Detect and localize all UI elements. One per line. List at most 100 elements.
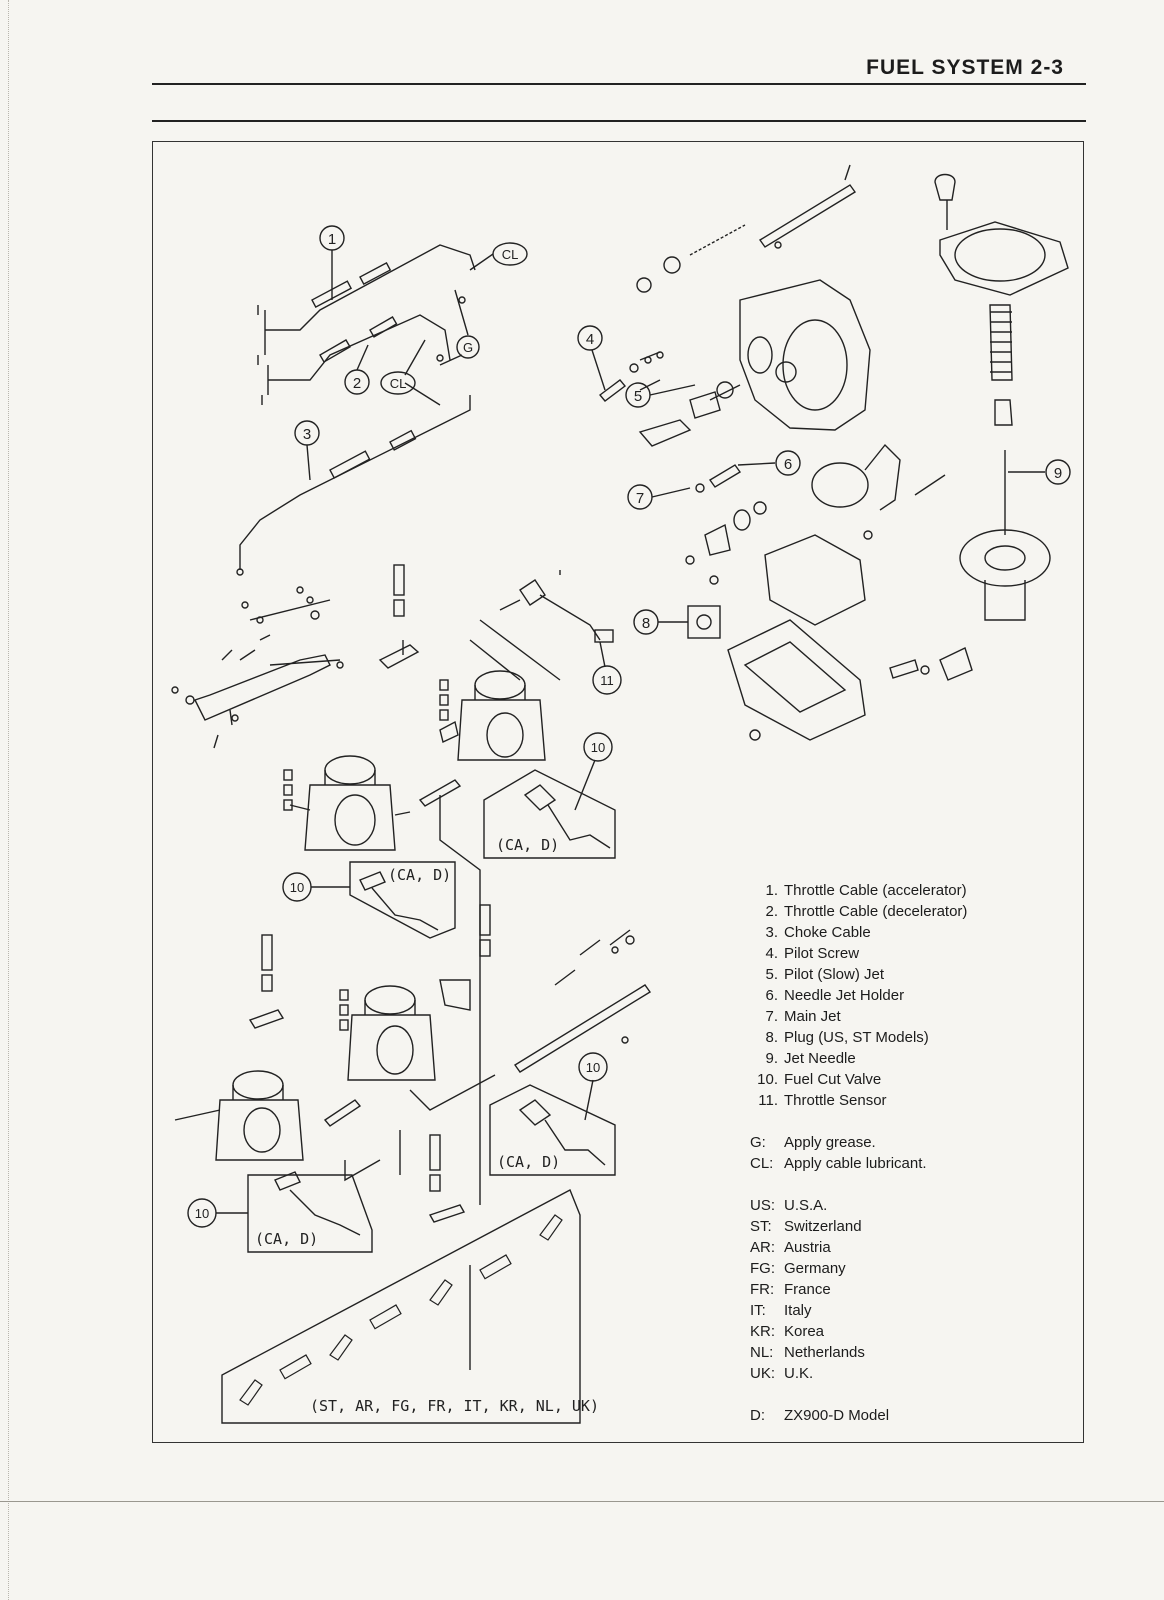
parts-list-item-key: 6. bbox=[765, 987, 778, 1004]
callout-2: 2 bbox=[353, 375, 361, 392]
region-code-item-key: FR: bbox=[750, 1281, 775, 1298]
variant-label-ca-d: (CA, D) bbox=[496, 836, 559, 854]
diagram-frame bbox=[152, 141, 1084, 1443]
region-code-item-key: US: bbox=[750, 1197, 776, 1214]
region-code-item: US: U.S.A. bbox=[750, 1195, 1070, 1216]
carburetor-2 bbox=[439, 670, 546, 761]
notes-list: G: Apply grease. CL:Apply cable lubricant. bbox=[750, 1132, 1070, 1174]
variant-label-countries: (ST, AR, FG, FR, IT, KR, NL, UK) bbox=[310, 1397, 599, 1415]
region-code-item-label: France bbox=[784, 1281, 831, 1298]
parts-list-item: 8. Plug (US, ST Models) bbox=[750, 1027, 1070, 1048]
page-bottom-edge bbox=[0, 1501, 1164, 1502]
callout-11: 11 bbox=[600, 673, 614, 688]
choke-cable bbox=[236, 395, 471, 576]
parts-list-item-label: Needle Jet Holder bbox=[784, 987, 905, 1004]
parts-legend: 1.Throttle Cable (accelerator)2.Throttle… bbox=[750, 880, 1070, 1426]
parts-list-item-key: 7. bbox=[765, 1008, 778, 1025]
parts-list-item: 4. Pilot Screw bbox=[750, 943, 1070, 964]
region-code-item-key: FG: bbox=[750, 1260, 775, 1277]
parts-list-item: 9. Jet Needle bbox=[750, 1048, 1070, 1069]
parts-list-item-key: 1. bbox=[765, 882, 778, 899]
note-item: G: Apply grease. bbox=[750, 1132, 1070, 1153]
region-code-item-key: AR: bbox=[750, 1239, 776, 1256]
diaphragm-cover-assembly bbox=[934, 173, 1069, 621]
region-code-item-key: KR: bbox=[750, 1323, 776, 1340]
variant-box-lower-right: (CA, D) bbox=[489, 1084, 616, 1176]
callout-10: 10 bbox=[290, 880, 304, 895]
parts-list-item: 1. Throttle Cable (accelerator) bbox=[750, 880, 1070, 901]
parts-list-item-label: Throttle Cable (accelerator) bbox=[784, 882, 967, 899]
region-code-item-key: ST: bbox=[750, 1218, 772, 1235]
region-code-item-label: U.K. bbox=[784, 1365, 814, 1382]
parts-list-item-label: Main Jet bbox=[784, 1008, 841, 1025]
parts-list-item-key: 3. bbox=[765, 924, 778, 941]
carburetor-1 bbox=[283, 755, 411, 851]
starter-plunger bbox=[889, 647, 973, 681]
throttle-piston-and-slide bbox=[811, 443, 946, 540]
fuel-line-fittings bbox=[248, 564, 496, 1223]
note-item: CL:Apply cable lubricant. bbox=[750, 1153, 1070, 1174]
region-code-item: UK:U.K. bbox=[750, 1363, 1070, 1384]
region-code-item: AR: Austria bbox=[750, 1237, 1070, 1258]
model-note-key: D: bbox=[750, 1407, 765, 1424]
parts-list-item-key: 2. bbox=[765, 903, 778, 920]
callout-6: 6 bbox=[784, 456, 792, 473]
region-code-item-label: U.S.A. bbox=[784, 1197, 828, 1214]
parts-list-item: 3.Choke Cable bbox=[750, 922, 1070, 943]
model-note: D: ZX900-D Model bbox=[750, 1405, 1070, 1426]
variant-label-ca-d: (CA, D) bbox=[255, 1230, 318, 1248]
variant-label-ca-d: (CA, D) bbox=[388, 866, 451, 884]
parts-list-item-label: Fuel Cut Valve bbox=[784, 1071, 882, 1088]
parts-list-item-key: 9. bbox=[765, 1050, 778, 1067]
note-item-key: CL: bbox=[750, 1155, 774, 1172]
callout-7: 7 bbox=[636, 490, 644, 507]
parts-list-item-key: 8. bbox=[765, 1029, 778, 1046]
parts-list-item-label: Pilot (Slow) Jet bbox=[784, 966, 885, 983]
linkage-bracket bbox=[171, 586, 344, 749]
parts-list-item-label: Jet Needle bbox=[784, 1050, 856, 1067]
callout-3: 3 bbox=[303, 426, 311, 443]
carburetor-3 bbox=[339, 979, 471, 1081]
parts-list-item-label: Pilot Screw bbox=[784, 945, 860, 962]
fuel-rail-strip bbox=[513, 929, 652, 1073]
header-rule-secondary bbox=[152, 120, 1086, 122]
callout-9: 9 bbox=[1054, 465, 1062, 482]
parts-list: 1.Throttle Cable (accelerator)2.Throttle… bbox=[750, 880, 1070, 1111]
parts-list-item-key: 5. bbox=[765, 966, 778, 983]
region-code-item: KR: Korea bbox=[750, 1321, 1070, 1342]
page-binding-edge bbox=[0, 0, 9, 1600]
parts-list-item-label: Throttle Sensor bbox=[784, 1092, 887, 1109]
callout-1: 1 bbox=[328, 231, 336, 248]
header-rule bbox=[152, 83, 1086, 85]
parts-list-item-key: 10. bbox=[757, 1071, 778, 1088]
callout-10: 10 bbox=[591, 740, 605, 755]
region-code-item-label: Italy bbox=[784, 1302, 812, 1319]
parts-list-item-key: 4. bbox=[765, 945, 778, 962]
parts-list-item: 7. Main Jet bbox=[750, 1006, 1070, 1027]
callout-cl: CL bbox=[390, 376, 407, 391]
page-header-title: FUEL SYSTEM 2-3 bbox=[866, 56, 1064, 79]
parts-list-item: 10. Fuel Cut Valve bbox=[750, 1069, 1070, 1090]
model-note-label: ZX900-D Model bbox=[784, 1407, 890, 1424]
region-code-item-label: Austria bbox=[784, 1239, 831, 1256]
needle-jet-holder bbox=[685, 464, 767, 585]
region-code-item-key: NL: bbox=[750, 1344, 774, 1361]
carburetor-exploded-body bbox=[636, 164, 871, 447]
region-code-item: FG:Germany bbox=[750, 1258, 1070, 1279]
region-code-item-label: Korea bbox=[784, 1323, 825, 1340]
region-code-item: NL: Netherlands bbox=[750, 1342, 1070, 1363]
variant-label-ca-d: (CA, D) bbox=[497, 1153, 560, 1171]
pilot-screw bbox=[598, 351, 664, 402]
callout-bubbles: 1 CL 2 CL G 3 4 5 6 7 8 9 bbox=[187, 225, 1071, 1228]
region-code-item-label: Netherlands bbox=[784, 1344, 865, 1361]
variant-box-lower-left: (CA, D) bbox=[247, 1171, 373, 1253]
parts-list-item: 6. Needle Jet Holder bbox=[750, 985, 1070, 1006]
parts-list-item: 2.Throttle Cable (decelerator) bbox=[750, 901, 1070, 922]
note-item-key: G: bbox=[750, 1134, 766, 1151]
parts-list-item-label: Plug (US, ST Models) bbox=[784, 1029, 929, 1046]
float-bowl bbox=[727, 534, 866, 741]
variant-box-mid-left: (CA, D) bbox=[349, 861, 456, 939]
callout-8: 8 bbox=[642, 615, 650, 632]
note-item-label: Apply grease. bbox=[784, 1134, 876, 1151]
